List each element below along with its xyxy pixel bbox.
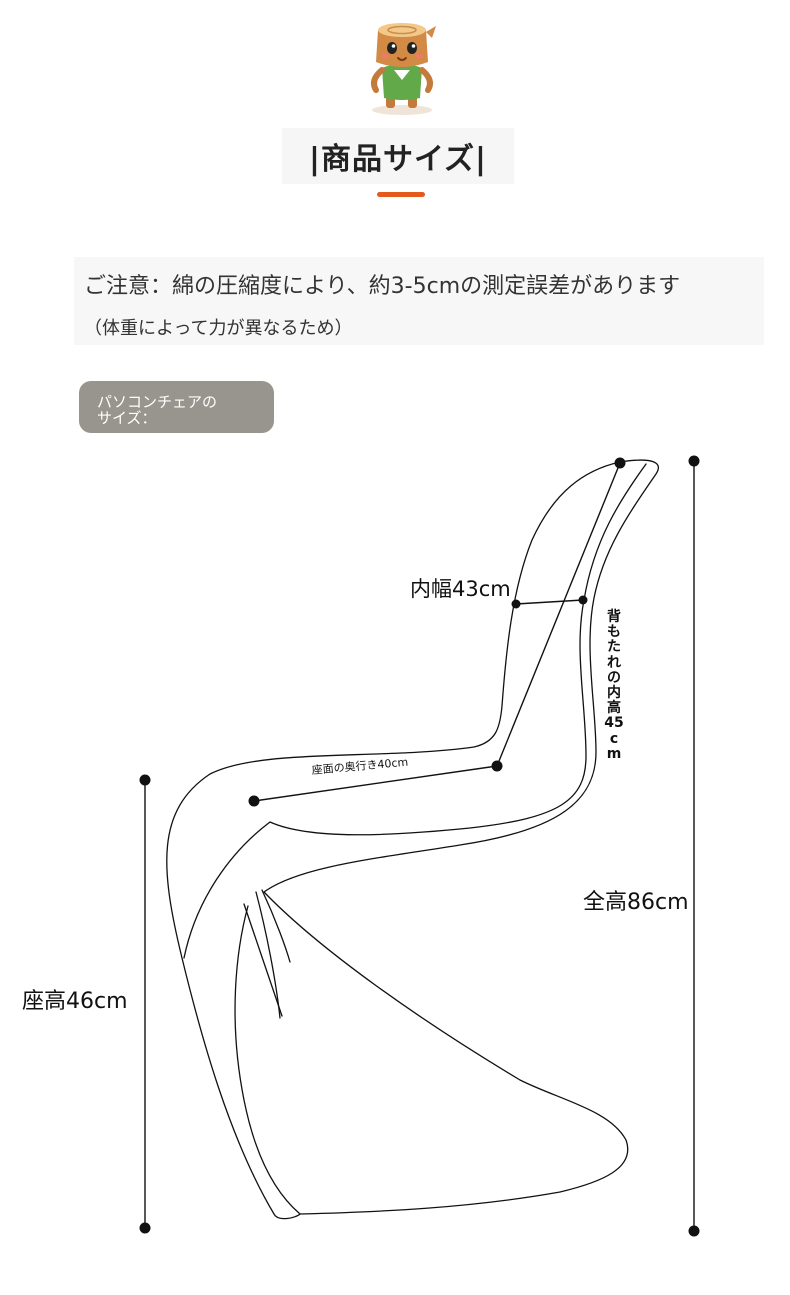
chair-outline: [166, 459, 659, 1220]
chair-inner-edge: [183, 463, 647, 959]
title-underline: [377, 192, 425, 197]
chair-leg-edge: [234, 905, 301, 1215]
inner-width-label: 内幅43cm: [410, 577, 511, 601]
seat-height-label: 座高46cm: [22, 989, 128, 1014]
notice-background: [74, 257, 764, 345]
chair-fold-line: [243, 903, 283, 1017]
total-height-label: 全高86cm: [583, 890, 689, 915]
page-title: |商品サイズ|: [308, 142, 487, 177]
size-badge: パソコンチェアの サイズ：: [79, 381, 274, 433]
tree-stump-mascot-icon: [371, 23, 436, 115]
chair-fold-line: [261, 889, 291, 963]
title-banner: |商品サイズ|: [282, 128, 514, 184]
size-badge-line1: パソコンチェアの: [97, 393, 218, 411]
chair-diagram: [139, 455, 700, 1237]
backrest-height-label: 背もたれの内高45cm: [604, 609, 624, 762]
size-badge-line2: サイズ：: [97, 409, 157, 427]
notice-text: ご注意：綿の圧縮度により、約3-5cmの測定誤差があります: [84, 274, 681, 299]
notice-subtext: （体重によって力が異なるため）: [84, 318, 353, 339]
